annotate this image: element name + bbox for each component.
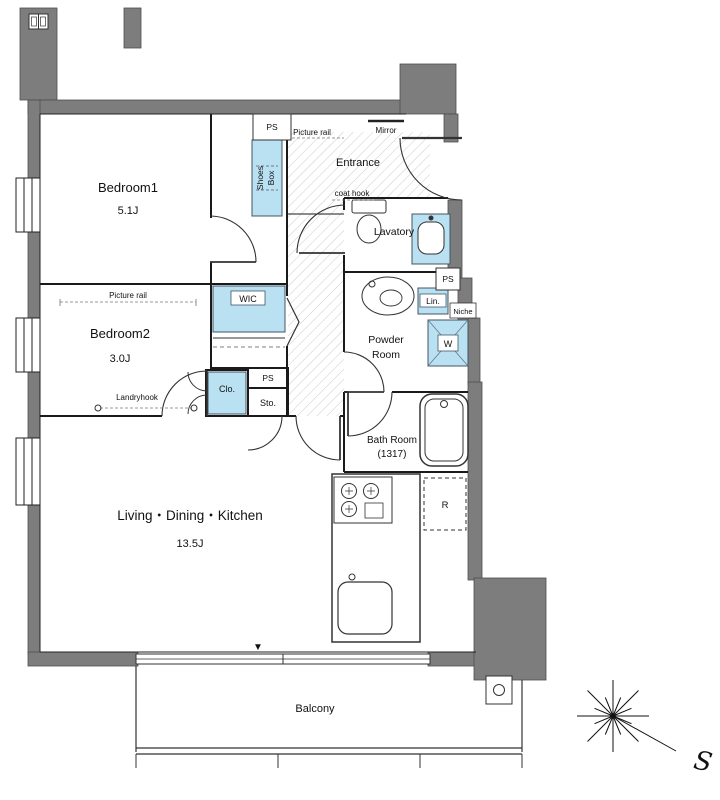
bedroom1-size: 5.1J: [118, 205, 139, 217]
compass-needle: [612, 715, 677, 752]
bedroom2-label: Bedroom2: [90, 326, 150, 341]
floor-hatch: [288, 132, 430, 416]
closet-label: Clo.: [219, 384, 235, 394]
laundry-hook-left: [94, 404, 102, 412]
fridge-space: [423, 477, 467, 531]
door-arcs: [161, 136, 463, 461]
bedroom1-label: Bedroom1: [98, 180, 158, 195]
bathroom-label: Bath Room: [367, 435, 417, 446]
powder-basin: [361, 276, 415, 316]
washer-label: W: [444, 339, 453, 349]
bathroom-size: (1317): [378, 449, 407, 460]
windows: [15, 177, 41, 506]
wic-label: WIC: [239, 294, 257, 304]
walls: [19, 7, 547, 681]
compass-rose: [577, 680, 677, 752]
ldk-door-arc: [295, 415, 341, 461]
ps-shaft-right: [435, 267, 461, 291]
mirror-label: Mirror: [376, 126, 397, 135]
balcony-access-marker: ▼: [253, 642, 263, 653]
linen-box: [417, 287, 449, 315]
svg-text:Box: Box: [266, 170, 276, 185]
closet: [207, 371, 247, 415]
washer-pan: [427, 319, 469, 367]
storage-label: Sto.: [260, 398, 276, 408]
powder-room-label-1: Powder: [368, 334, 404, 346]
bedroom1-door-arc: [209, 215, 257, 263]
powder-door-arc: [343, 351, 385, 393]
ps-label-right: PS: [442, 274, 454, 284]
elevator-icon: [28, 13, 49, 30]
toilet: [351, 199, 387, 244]
bath-door-arc: [347, 391, 393, 437]
laundry-hook-right: [190, 404, 198, 412]
inner-edges: [39, 113, 476, 653]
balcony-label: Balcony: [295, 703, 335, 715]
bedroom2-door-arc: [161, 370, 208, 417]
linen-label: Lin.: [426, 296, 440, 306]
ps-shaft-top: [252, 113, 292, 141]
closet-bifold-arc-top: [187, 371, 208, 392]
niche-box: [449, 302, 477, 319]
bedroom2-size: 3.0J: [110, 353, 131, 365]
niche-label: Niche: [453, 307, 472, 316]
ps-label-mid: PS: [262, 373, 274, 383]
laundry-hook-label: Landryhook: [116, 393, 159, 402]
kitchen-faucet: [348, 573, 356, 581]
labels: Bedroom1 5.1J Bedroom2 3.0J Living・Dinin…: [90, 122, 715, 779]
lavatory-door-arc: [296, 204, 346, 254]
shoes-box-label: Shoes Box: [255, 166, 276, 190]
front-door-arc: [399, 137, 463, 201]
bathtub: [419, 393, 469, 467]
ps-label-top: PS: [266, 122, 278, 132]
picture-rail-label-bedroom2: Picture rail: [109, 291, 147, 300]
picture-rail-label-top: Picture rail: [293, 128, 331, 137]
balcony-tap-box: [485, 675, 513, 705]
compass-letter: S: [691, 746, 715, 779]
ps-shafts: [252, 113, 477, 319]
wic-fold-door: [286, 297, 300, 347]
fridge-label: R: [442, 500, 449, 511]
entrance-label: Entrance: [336, 157, 380, 169]
grill: [364, 502, 384, 519]
kitchen-sink: [337, 581, 393, 635]
svg-text:Shoes: Shoes: [255, 166, 265, 190]
wic-shelf: [212, 285, 286, 348]
powder-room-label-2: Room: [372, 349, 400, 361]
ldk-label: Living・Dining・Kitchen: [117, 508, 263, 523]
kitchen-counter: [331, 473, 421, 643]
annotation-lines: [59, 119, 404, 412]
balcony: [135, 653, 523, 768]
partition-walls: [40, 114, 468, 473]
lavatory-vanity: [411, 213, 451, 265]
storage-door-arc: [247, 415, 283, 451]
coat-hook-label: coat hook: [335, 189, 371, 198]
ldk-size: 13.5J: [177, 538, 204, 550]
stove: [333, 476, 393, 524]
closet-bifold-arc-bottom: [187, 394, 208, 415]
lavatory-label: Lavatory: [374, 226, 415, 238]
